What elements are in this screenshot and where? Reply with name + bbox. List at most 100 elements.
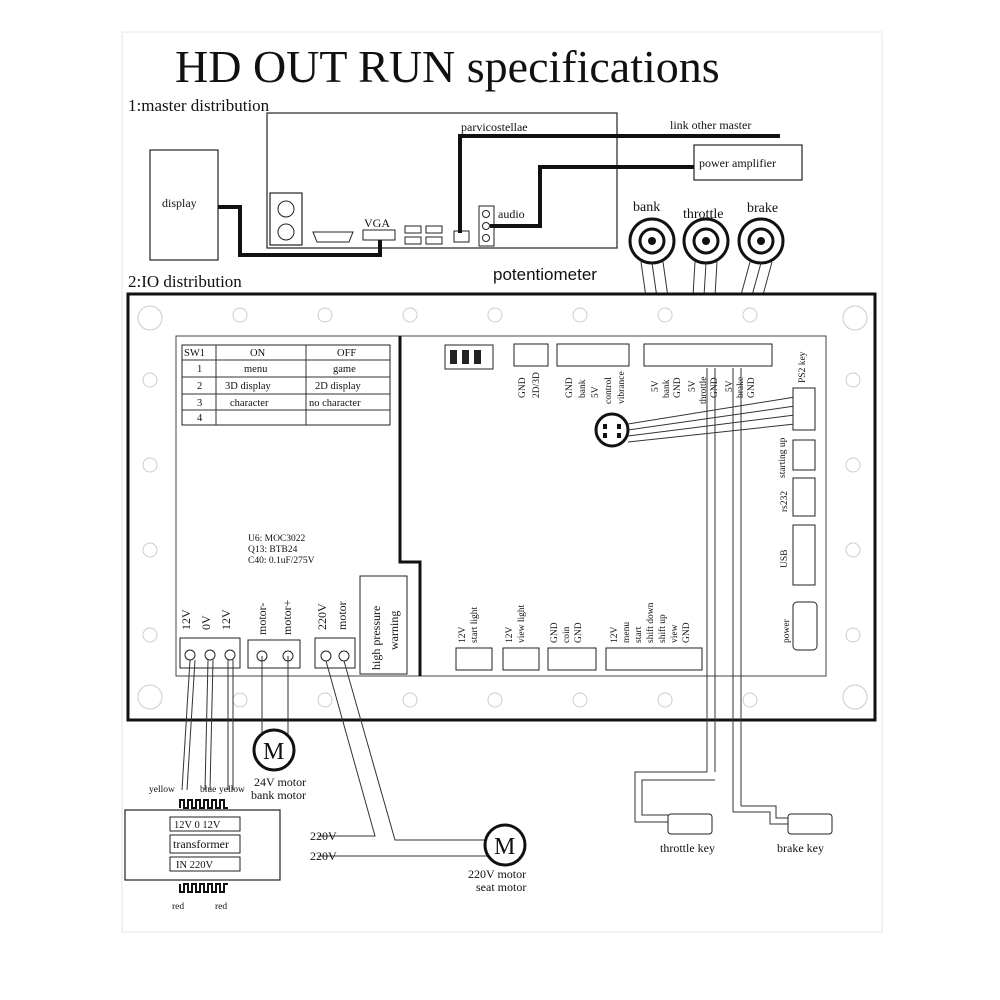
seat-motor-wires	[318, 660, 488, 857]
din-pin-4	[617, 433, 621, 438]
conn-control-bank: bank	[578, 379, 588, 398]
svg-text:menu: menu	[622, 622, 632, 643]
wire-blue: blue	[200, 785, 216, 795]
coin-label: coin	[562, 626, 572, 643]
svg-text:start: start	[634, 626, 644, 643]
start-light-label: start light	[470, 606, 480, 643]
warning-box	[359, 575, 408, 675]
conn-control-gnd: GND	[565, 377, 575, 398]
connector-potentiometers	[643, 343, 773, 367]
power-connector	[179, 637, 241, 669]
warning-line-1: high pressure	[369, 606, 383, 670]
key-wires	[634, 368, 788, 825]
connector-buttons	[605, 647, 703, 671]
sw-header-0: SW1	[184, 348, 205, 359]
display-label: display	[162, 196, 197, 210]
audio-jack-3	[482, 234, 490, 242]
power-pin-2	[204, 649, 216, 661]
pot-label-brake: brake	[747, 201, 778, 216]
pin-0v: 0V	[199, 615, 213, 630]
svg-text:bank: bank	[662, 379, 672, 398]
transformer-input-box	[169, 856, 241, 872]
pin-motor-minus: motor-	[255, 603, 269, 635]
seat-motor-label-2: seat motor	[476, 880, 526, 894]
potentiometer-label: potentiometer	[493, 265, 597, 284]
transformer-name: transformer	[173, 837, 229, 851]
usb-port-2	[404, 236, 422, 245]
pot-bank-core	[648, 237, 656, 245]
v220-label-a: 220V	[310, 829, 337, 843]
svg-text:12V: 12V	[610, 627, 620, 644]
component-u6: U6: MOC3022	[248, 534, 306, 544]
sw-header-1: ON	[250, 348, 266, 359]
db-port	[312, 231, 354, 243]
usb-port-1	[404, 225, 422, 234]
jumper-pin-3	[474, 350, 481, 364]
port-starting-up-label: starting up	[778, 437, 788, 478]
pin-220v: 220V	[315, 603, 329, 630]
transformer-wires	[181, 659, 234, 791]
port-rs232-label: rs232	[780, 491, 790, 512]
sw-table: SW1 ON OFF 1 menu game 2 3D display 2D d…	[181, 344, 391, 426]
mounting-holes	[137, 305, 868, 710]
pin-12v-b: 12V	[219, 609, 233, 630]
link-other-master-label: link other master	[670, 118, 751, 132]
sw-row-3-on: character	[230, 398, 269, 409]
coin-gnd-b: GND	[574, 622, 584, 643]
svg-text:5V: 5V	[651, 380, 661, 392]
section-master-title: 1:master distribution	[128, 96, 270, 115]
bank-motor-label-1: 24V motor	[254, 775, 306, 789]
warning-line-2: warning	[387, 611, 401, 650]
din-pin-2	[617, 424, 621, 429]
power-amplifier-box	[693, 144, 803, 181]
board-divider	[398, 336, 422, 676]
transformer: yellow blue yellow 12V 0 12V transformer…	[124, 785, 281, 912]
din-pin-1	[603, 424, 607, 429]
conn-2d3d-label: 2D/3D	[532, 372, 542, 398]
wire-red-right: red	[215, 902, 227, 912]
bank-motor-icon	[252, 728, 296, 772]
fan-module	[269, 192, 303, 246]
din-connector	[594, 412, 630, 448]
connector-control	[556, 343, 630, 367]
din-pin-3	[603, 433, 607, 438]
svg-text:5V: 5V	[688, 380, 698, 392]
view-light-12v: 12V	[505, 627, 515, 644]
svg-text:view: view	[670, 624, 680, 643]
v220-label-b: 220V	[310, 849, 337, 863]
parvicostellae-label: parvicostellae	[461, 120, 528, 134]
sw-row-1-on: menu	[244, 364, 268, 375]
power-pin-3	[224, 649, 236, 661]
connector-coin	[547, 647, 597, 671]
seat-motor-connector	[314, 637, 356, 669]
transformer-taps-box	[169, 816, 241, 832]
port-usb	[792, 524, 816, 586]
page-title: HD OUT RUN specifications	[175, 41, 720, 92]
sw-row-4-num: 4	[197, 413, 203, 424]
ps2-wires	[627, 396, 796, 443]
bank-motor-letter: M	[263, 739, 284, 765]
port-rs232	[792, 477, 816, 517]
audio-jack-1	[482, 210, 490, 218]
transformer-name-box	[169, 834, 241, 854]
pot-label-bank: bank	[633, 200, 660, 215]
component-c40: C40: 0.1uF/275V	[248, 556, 315, 566]
component-q13: Q13: BTB24	[248, 545, 298, 555]
coil-bottom	[179, 883, 228, 893]
sw-row-1-off: game	[333, 364, 356, 375]
bank-motor-label-2: bank motor	[251, 788, 306, 802]
sw-row-2-num: 2	[197, 381, 202, 392]
pin-motor: motor	[335, 601, 349, 630]
coil-top	[179, 799, 228, 809]
audio-jack-2	[482, 222, 490, 230]
svg-text:shift down: shift down	[645, 602, 656, 643]
svg-text:shift up: shift up	[657, 614, 668, 643]
bank-motor-connector	[247, 639, 301, 669]
svg-text:GND: GND	[682, 622, 692, 643]
conn-control-control: control	[604, 377, 614, 404]
jumper-pin-1	[450, 350, 457, 364]
sw-row-2-off: 2D display	[315, 381, 362, 392]
throttle-key-label: throttle key	[660, 841, 715, 855]
port-starting-up	[792, 439, 816, 471]
display-box	[149, 149, 219, 261]
